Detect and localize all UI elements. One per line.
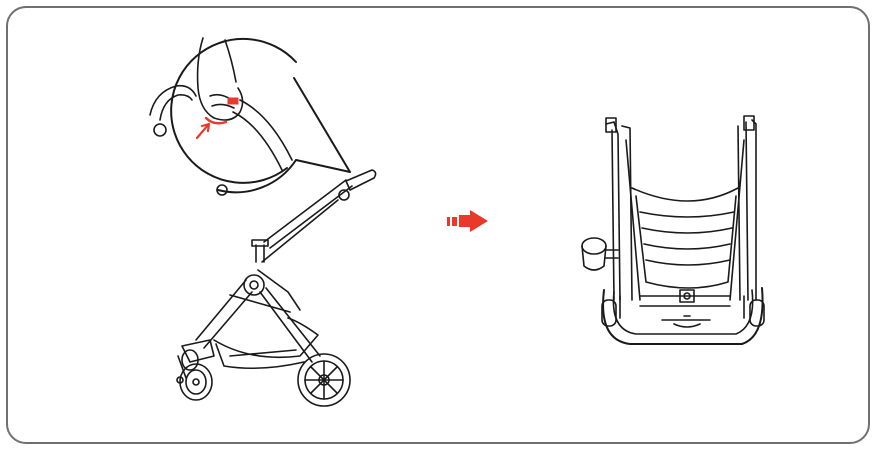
unfolded-stroller	[177, 170, 376, 406]
press-arrow-icon	[197, 124, 209, 138]
folded-stroller	[582, 116, 764, 344]
next-step-arrow-icon	[447, 210, 488, 232]
handle-zoom-callout	[150, 38, 350, 195]
